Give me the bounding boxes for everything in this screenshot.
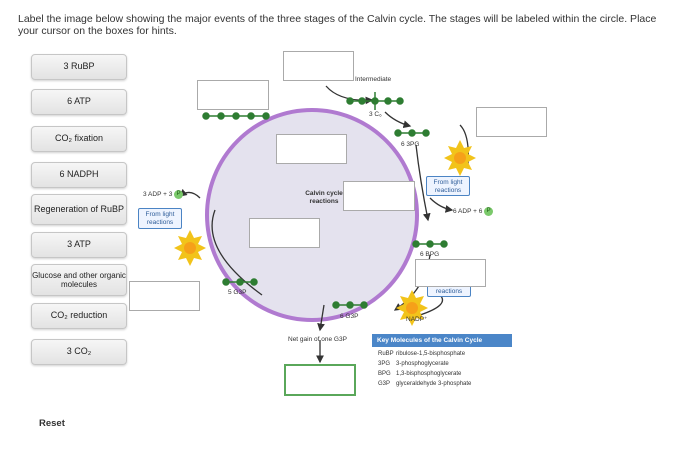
drop-box-net-gain[interactable] [284,364,356,396]
key-title: Key Molecules of the Calvin Cycle [372,334,512,347]
nadp-label: NADP⁺ [406,316,428,323]
drop-box-top-left[interactable] [197,80,269,110]
6-g3p-label: 6 G3P [340,313,359,320]
card-6-atp[interactable]: 6 ATP [31,89,127,115]
card-co2-reduction[interactable]: CO₂ reduction [31,303,127,329]
sun-icon [444,140,476,176]
drop-box-stage-left[interactable] [249,218,320,248]
net-gain-label: Net gain of one G3P [288,336,347,343]
card-6-nadph[interactable]: 6 NADPH [31,162,127,188]
drop-box-right-bottom[interactable] [415,259,486,287]
drop-box-stage-top[interactable] [276,134,347,164]
card-glucose-organic-molecules[interactable]: Glucose and other organic molecules [31,264,127,296]
card-3-rubp[interactable]: 3 RuBP [31,54,127,80]
card-regeneration-of-rubp[interactable]: Regeneration of RuBP [31,194,127,225]
from-light-reactions-1: From light reactions [426,176,470,196]
from-light-reactions-3: From light reactions [138,208,182,229]
calvin-cycle-label: Calvin cycle reactions [305,190,343,205]
3-adp-label: 3 ADP + 3 P [143,190,184,199]
drop-box-left[interactable] [129,281,200,311]
intermediate-label: Intermediate [355,76,392,83]
card-3-co2[interactable]: 3 CO₂ [31,339,127,365]
drop-box-right-top[interactable] [476,107,547,137]
6-3pg-label: 6 3PG [401,141,420,148]
3c6-label: 3 C₆ [369,111,382,118]
instructions: Label the image below showing the major … [18,13,657,37]
drop-box-stage-right[interactable] [343,181,415,211]
5-g3p-label: 5 G3P [228,289,247,296]
6-bpg-label: 6 BPG [420,251,440,258]
6-adp-label: 6 ADP + 6 P [453,207,494,216]
drop-box-top[interactable] [283,51,354,81]
card-3-atp[interactable]: 3 ATP [31,232,127,258]
reset-button[interactable]: Reset [39,418,65,429]
sun-icon [174,230,206,266]
card-co2-fixation[interactable]: CO₂ fixation [31,126,127,152]
